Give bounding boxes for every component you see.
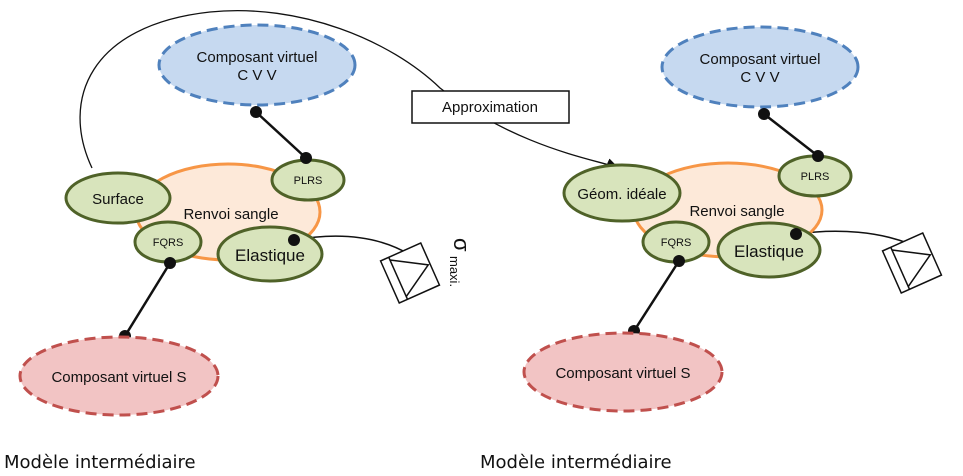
- maxi-label: maxi.: [447, 256, 462, 287]
- link-cvv-plrs-left: [255, 111, 307, 159]
- plrs-label-right: PLRS: [801, 171, 830, 183]
- dot-fqrs-right: [673, 255, 685, 267]
- geom-ideale-ellipse: [562, 163, 682, 223]
- dot-cvv-left: [250, 106, 262, 118]
- cvv-ellipse-right: [660, 25, 860, 109]
- plrs-label-left: PLRS: [294, 175, 323, 187]
- cvs-ellipse-right: [522, 331, 724, 413]
- dot-plrs-right: [812, 150, 824, 162]
- cvs-label-left: Composant virtuel S: [51, 369, 186, 386]
- renvoi-sangle-label-left: Renvoi sangle: [183, 206, 278, 223]
- elastique-label-left: Elastique: [235, 246, 305, 265]
- dot-elastique-right: [790, 228, 802, 240]
- cvv-label-line2-right: C V V: [740, 69, 779, 86]
- dot-elastique-left: [288, 234, 300, 246]
- elastique-label-right: Elastique: [734, 242, 804, 261]
- geom-ideale-label: Géom. idéale: [577, 186, 666, 203]
- sigma-label: σ: [449, 238, 474, 252]
- sensor-icon-right: [881, 232, 943, 294]
- surface-label: Surface: [92, 191, 144, 208]
- cvv-label-line1-right: Composant virtuel: [700, 51, 821, 68]
- caption-left: Modèle intermédiaire: [4, 452, 196, 473]
- dot-plrs-left: [300, 152, 312, 164]
- cvv-label-line1-left: Composant virtuel: [197, 49, 318, 66]
- renvoi-sangle-label-right: Renvoi sangle: [689, 203, 784, 220]
- link-fqrs-cvs-right: [632, 260, 681, 332]
- cvv-ellipse-left: [157, 23, 357, 107]
- dot-fqrs-left: [164, 257, 176, 269]
- link-cvv-plrs-right: [763, 113, 819, 157]
- dot-cvv-right: [758, 108, 770, 120]
- sensor-icon-left: [379, 242, 441, 304]
- approximation-label: Approximation: [442, 99, 538, 116]
- cvs-ellipse-left: [18, 335, 220, 417]
- approximation-curve: [79, 10, 620, 169]
- surface-ellipse: [64, 171, 172, 225]
- approximation-box: [411, 90, 570, 124]
- fqrs-label-right: FQRS: [661, 237, 692, 249]
- link-fqrs-cvs-left: [123, 262, 172, 337]
- caption-right: Modèle intermédiaire: [480, 452, 672, 473]
- cvs-label-right: Composant virtuel S: [555, 365, 690, 382]
- fqrs-label-left: FQRS: [153, 237, 184, 249]
- cvv-label-line2-left: C V V: [237, 67, 276, 84]
